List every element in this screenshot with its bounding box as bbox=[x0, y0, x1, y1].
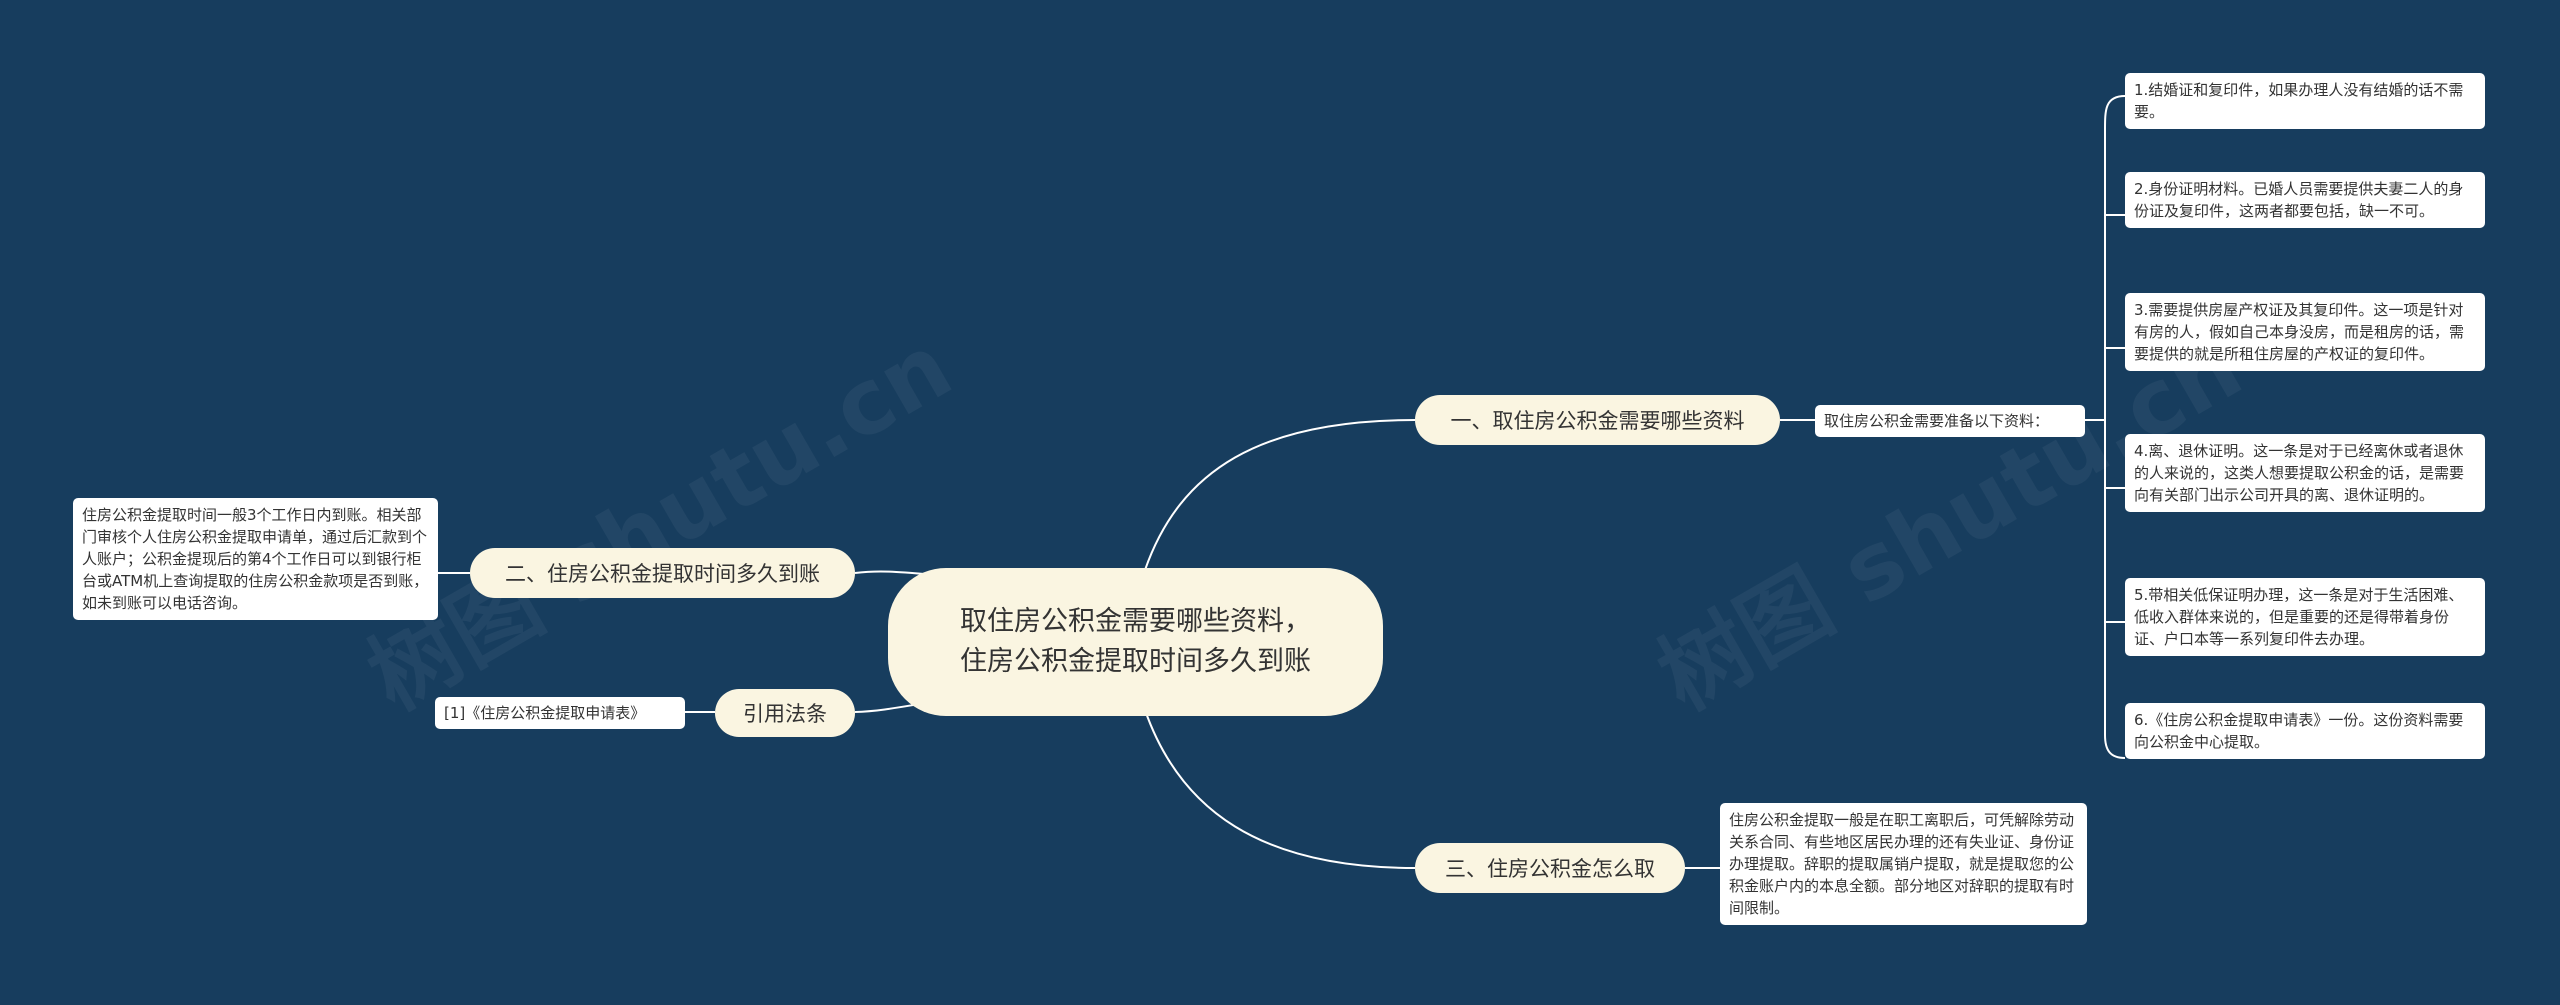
branch-materials[interactable]: 一、取住房公积金需要哪些资料 bbox=[1415, 395, 1780, 445]
branch-arrival-time[interactable]: 二、住房公积金提取时间多久到账 bbox=[470, 548, 855, 598]
branch-citations-label: 引用法条 bbox=[743, 702, 827, 726]
materials-item-3[interactable]: 3.需要提供房屋产权证及其复印件。这一项是针对有房的人，假如自己本身没房，而是租… bbox=[2125, 293, 2485, 371]
citation-item[interactable]: [1]《住房公积金提取申请表》 bbox=[435, 697, 685, 729]
root-title: 取住房公积金需要哪些资料，住房公积金提取时间多久到账 bbox=[960, 606, 1311, 677]
branch-arrival-time-label: 二、住房公积金提取时间多久到账 bbox=[505, 562, 820, 586]
materials-item-2[interactable]: 2.身份证明材料。已婚人员需要提供夫妻二人的身份证及复印件，这两者都要包括，缺一… bbox=[2125, 172, 2485, 228]
branch-materials-label: 一、取住房公积金需要哪些资料 bbox=[1450, 409, 1745, 433]
branch-how-to-withdraw-label: 三、住房公积金怎么取 bbox=[1445, 857, 1655, 881]
materials-item-4[interactable]: 4.离、退休证明。这一条是对于已经离休或者退休的人来说的，这类人想要提取公积金的… bbox=[2125, 434, 2485, 512]
arrival-time-detail[interactable]: 住房公积金提取时间一般3个工作日内到账。相关部门审核个人住房公积金提取申请单，通… bbox=[73, 498, 438, 620]
branch-citations[interactable]: 引用法条 bbox=[715, 689, 855, 737]
materials-item-6[interactable]: 6.《住房公积金提取申请表》一份。这份资料需要向公积金中心提取。 bbox=[2125, 703, 2485, 759]
materials-item-5[interactable]: 5.带相关低保证明办理，这一条是对于生活困难、低收入群体来说的，但是重要的还是得… bbox=[2125, 578, 2485, 656]
materials-intro[interactable]: 取住房公积金需要准备以下资料： bbox=[1815, 405, 2085, 437]
how-to-withdraw-detail[interactable]: 住房公积金提取一般是在职工离职后，可凭解除劳动关系合同、有些地区居民办理的还有失… bbox=[1720, 803, 2087, 925]
materials-item-1[interactable]: 1.结婚证和复印件，如果办理人没有结婚的话不需要。 bbox=[2125, 73, 2485, 129]
branch-how-to-withdraw[interactable]: 三、住房公积金怎么取 bbox=[1415, 843, 1685, 893]
root-node[interactable]: 取住房公积金需要哪些资料，住房公积金提取时间多久到账 bbox=[888, 568, 1383, 716]
